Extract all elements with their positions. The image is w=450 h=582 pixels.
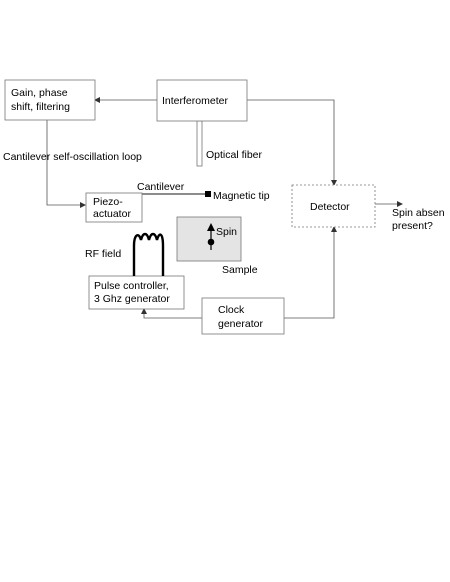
pulse-controller-label-line1: Pulse controller, xyxy=(94,280,169,292)
spin-label: Spin xyxy=(216,226,237,238)
self-oscillation-loop-label: Cantilever self-oscillation loop xyxy=(3,151,142,163)
clock-label-line1: Clock xyxy=(218,304,245,316)
rf-field-label: RF field xyxy=(85,248,121,260)
rf-coil-icon xyxy=(132,232,165,276)
pulse-controller-box xyxy=(88,275,185,310)
detector-label: Detector xyxy=(310,201,350,213)
sample-box xyxy=(176,216,242,262)
clock-to-pulse-arrow xyxy=(141,308,202,319)
gain-label-line2: shift, filtering xyxy=(11,101,70,113)
cantilever-label: Cantilever xyxy=(137,181,185,193)
clock-to-detector-arrow xyxy=(284,226,337,319)
sample-label: Sample xyxy=(222,264,258,276)
gain-label-line1: Gain, phase xyxy=(11,87,68,99)
pulse-controller-label-line2: 3 Ghz generator xyxy=(94,293,170,305)
gain-box xyxy=(4,79,96,121)
magnetic-tip xyxy=(205,191,211,197)
optical-fiber-label: Optical fiber xyxy=(206,149,263,161)
output-label-line2: present? xyxy=(392,220,433,232)
optical-fiber xyxy=(196,120,203,167)
gain-to-piezo-arrow xyxy=(46,120,86,208)
detector-box xyxy=(291,184,376,228)
interferometer-label: Interferometer xyxy=(162,95,228,107)
magnetic-tip-label: Magnetic tip xyxy=(213,190,270,202)
output-label-line1: Spin absen xyxy=(392,207,445,219)
clock-label-line2: generator xyxy=(218,318,263,330)
clock-generator-box xyxy=(201,297,285,335)
interferometer-box xyxy=(156,79,248,122)
interferometer-to-detector-arrow xyxy=(247,99,337,186)
spin-arrow-icon xyxy=(207,223,215,250)
piezo-label-line1: Piezo- xyxy=(93,196,123,208)
piezo-label-line2: actuator xyxy=(93,208,131,220)
piezo-actuator-box xyxy=(85,192,143,223)
